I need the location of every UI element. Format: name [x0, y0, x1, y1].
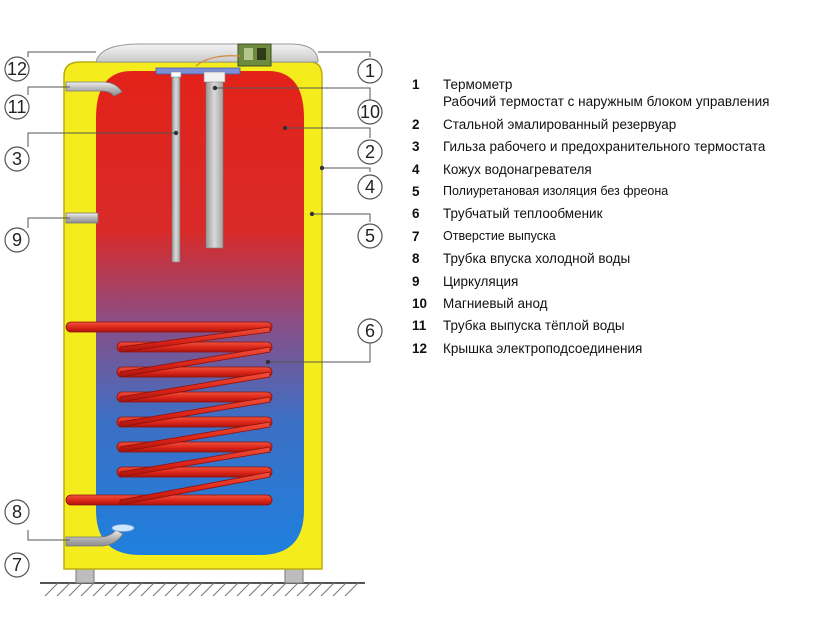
- cold-water-inlet-pipe: [65, 529, 124, 547]
- callout-circle-1: [357, 58, 383, 84]
- legend-text: Гильза рабочего и предохранительного тер…: [443, 139, 766, 155]
- legend: 1 Термометр Рабочий термостат с наружным…: [412, 77, 827, 363]
- legend-num: 5: [412, 183, 420, 199]
- legend-item-4: 4 Кожух водонагревателя: [412, 162, 827, 184]
- legend-text: Отверстие выпуска: [443, 228, 556, 243]
- feet: [75, 567, 304, 584]
- callout-label-1: 1: [365, 61, 375, 81]
- legend-text: Термометр: [443, 77, 513, 92]
- legend-text: Циркуляция: [443, 273, 519, 289]
- floor: [40, 582, 365, 597]
- legend-num: 3: [412, 139, 420, 155]
- legend-text: Магниевый анод: [443, 295, 548, 311]
- legend-text: Полиуретановая изоляция без фреона: [443, 183, 669, 198]
- callout-circle-8: [4, 499, 30, 525]
- inner-tank: [96, 71, 304, 555]
- legend-item-10: 10 Магниевый анод: [412, 296, 827, 318]
- magnesium-anode: [203, 71, 226, 249]
- heat-exchanger-coil: [65, 321, 273, 506]
- legend-text: Рабочий термостат с наружным блоком упра…: [443, 94, 770, 110]
- legend-item-7: 7 Отверстие выпуска: [412, 229, 827, 251]
- legend-item-1: 1 Термометр: [412, 77, 827, 99]
- legend-item-12: 12 Крышка электроподсоединения: [412, 341, 827, 363]
- callout-circle-4: [357, 174, 383, 200]
- legend-item-5: 5 Полиуретановая изоляция без фреона: [412, 184, 827, 206]
- legend-text: Трубчатый теплообменик: [443, 206, 603, 222]
- top-flange: [155, 67, 241, 75]
- legend-item-9: 9 Циркуляция: [412, 274, 827, 296]
- callout-label-2: 2: [365, 142, 375, 162]
- legend-item-6: 6 Трубчатый теплообменик: [412, 206, 827, 228]
- legend-num: 2: [412, 116, 420, 132]
- callout-label-5: 5: [365, 226, 375, 246]
- callout-circle-6: [357, 318, 383, 344]
- legend-num: 12: [412, 340, 428, 356]
- callout-label-12: 12: [7, 59, 27, 79]
- legend-text: Трубка выпуска тёплой воды: [443, 318, 625, 334]
- callout-label-8: 8: [12, 502, 22, 522]
- leader-lines: [27, 51, 371, 541]
- callout-circle-5: [357, 223, 383, 249]
- legend-num: 7: [412, 228, 420, 244]
- circulation-pipe: [65, 212, 99, 224]
- legend-text: Стальной эмалированный резервуар: [443, 116, 677, 132]
- callout-circle-12: [4, 56, 30, 82]
- thermostat-block: [195, 43, 272, 67]
- legend-num: 11: [412, 318, 427, 334]
- legend-text: Кожух водонагревателя: [443, 161, 592, 177]
- callout-circle-11: [4, 94, 30, 120]
- legend-text: Трубка впуска холодной воды: [443, 251, 631, 267]
- legend-item-1-sub: Рабочий термостат с наружным блоком упра…: [412, 94, 827, 116]
- legend-item-11: 11 Трубка выпуска тёплой воды: [412, 318, 827, 340]
- legend-item-2: 2 Стальной эмалированный резервуар: [412, 117, 827, 139]
- leader-dots: [173, 85, 325, 365]
- callout-label-7: 7: [12, 555, 22, 575]
- callout-label-10: 10: [360, 102, 380, 122]
- legend-num: 6: [412, 206, 420, 222]
- legend-num: 8: [412, 251, 420, 267]
- legend-num: 1: [412, 77, 420, 92]
- callout-circle-3: [4, 146, 30, 172]
- legend-num: 9: [412, 273, 420, 289]
- callout-label-3: 3: [12, 149, 22, 169]
- drain-opening: [111, 524, 135, 532]
- legend-text: Крышка электроподсоединения: [443, 340, 643, 356]
- callout-label-6: 6: [365, 321, 375, 341]
- callout-circle-7: [4, 552, 30, 578]
- callout-label-9: 9: [12, 230, 22, 250]
- legend-item-3: 3 Гильза рабочего и предохранительного т…: [412, 139, 827, 161]
- thermostat-sleeve: [170, 71, 182, 263]
- callout-label-4: 4: [365, 177, 375, 197]
- legend-item-8: 8 Трубка впуска холодной воды: [412, 251, 827, 273]
- warm-water-outlet-pipe: [65, 81, 123, 97]
- callout-circle-9: [4, 227, 30, 253]
- callout-label-11: 11: [8, 97, 27, 117]
- legend-num: 4: [412, 161, 420, 177]
- callout-circle-10: [357, 99, 383, 125]
- legend-num: 10: [412, 295, 428, 311]
- callout-circle-2: [357, 139, 383, 165]
